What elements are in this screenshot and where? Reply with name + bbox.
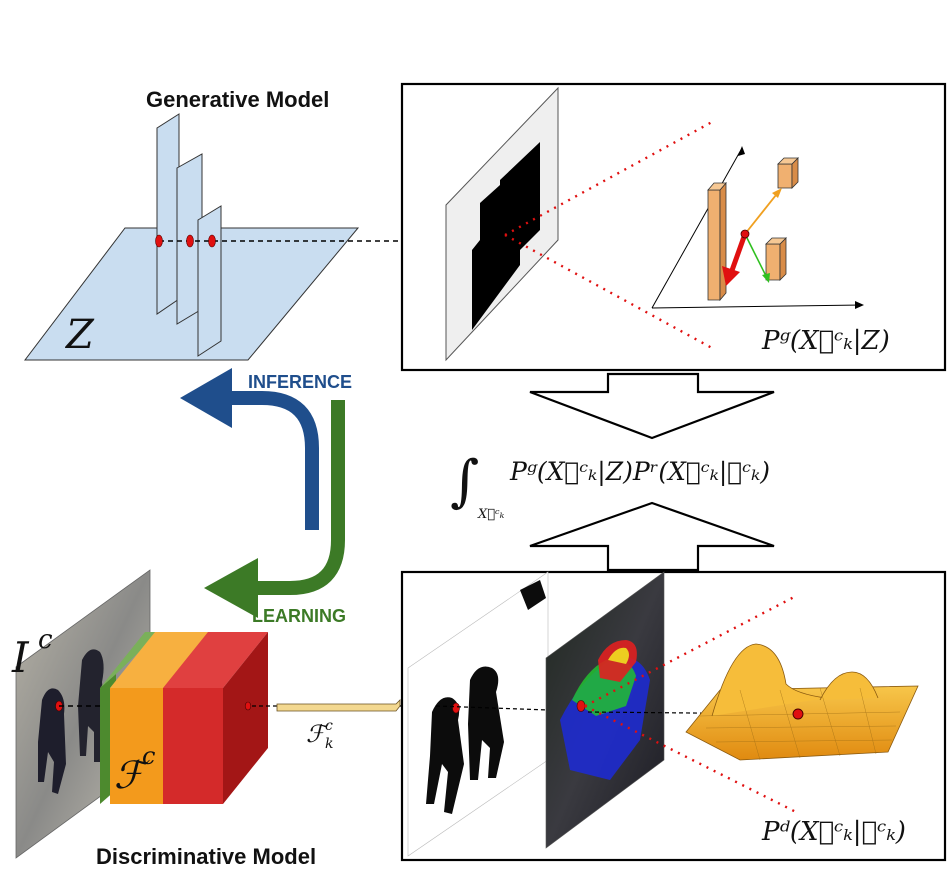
pedestrian-silhouette-1 <box>38 688 66 794</box>
f-c-superscript: c <box>142 742 155 770</box>
feature-sample-point <box>244 701 252 711</box>
heatmap-yellow-region <box>608 647 629 664</box>
probability-surface-peak-left <box>711 643 827 717</box>
fusion-section: ∫ X⃗ᶜₖ Pᵍ(X⃗ᶜₖ|Z)Pʳ(X⃗ᶜₖ|ℱᶜₖ) <box>450 372 775 572</box>
pedestrian-silhouette-2 <box>78 649 106 762</box>
integral-symbol: ∫ <box>450 449 479 514</box>
feature-vector-bar <box>276 699 401 712</box>
vertical-slice-3 <box>197 205 222 357</box>
fk-subscript: k <box>325 736 333 752</box>
sample-point-3 <box>208 234 216 248</box>
learning-arrow-path <box>258 400 345 595</box>
cnn-red-front <box>163 688 223 804</box>
integral-body: Pᵍ(X⃗ᶜₖ|Z)Pʳ(X⃗ᶜₖ|ℱᶜₖ) <box>509 457 770 487</box>
cube-upper-front <box>777 163 793 189</box>
generative-target-point <box>740 229 750 239</box>
i-c-superscript: c <box>38 625 53 655</box>
cnn-orange-top <box>110 632 213 688</box>
orange-vector-head <box>772 188 782 198</box>
discriminative-model-section: I c ℱ c ℱ c k Discriminative Model <box>11 569 436 869</box>
tall-bar-front <box>707 189 721 301</box>
tall-bar-top <box>707 182 727 191</box>
vertical-slice-1 <box>156 113 180 315</box>
cnn-orange-front <box>110 688 168 804</box>
tall-bar-side <box>719 181 727 302</box>
learning-label: LEARNING <box>252 606 346 626</box>
probability-surface-peak-right <box>819 671 879 701</box>
axis-horizontal <box>651 304 863 309</box>
foreground-mask-shape <box>426 580 546 814</box>
generative-model-title: Generative Model <box>146 87 329 112</box>
cube-lower-side <box>779 237 787 281</box>
mask-sample-point <box>452 702 460 714</box>
i-c-base: I <box>11 633 30 682</box>
z-label: Z <box>64 312 95 358</box>
fk-base: ℱ <box>306 720 329 748</box>
pd-formula: Pᵈ(X⃗ᶜₖ|ℱᶜₖ) <box>761 817 906 847</box>
red-vector <box>727 233 748 277</box>
cube-upper-top <box>777 157 799 165</box>
down-hollow-arrow <box>529 372 775 440</box>
learning-arrow-head <box>204 558 258 618</box>
orange-vector <box>744 189 781 235</box>
sample-point-2 <box>186 234 194 248</box>
inference-arrow-head <box>180 368 232 428</box>
up-hollow-arrow <box>529 501 775 572</box>
green-vector <box>744 233 769 281</box>
red-vector-head <box>722 266 740 286</box>
axis-vertical-arrow <box>738 146 745 156</box>
inference-arrow: INFERENCE <box>180 368 352 530</box>
discriminative-detail-box: Pᵈ(X⃗ᶜₖ|ℱᶜₖ) <box>400 570 947 862</box>
heatmap-sample-point <box>576 700 586 712</box>
integral-subscript: X⃗ᶜₖ <box>477 507 505 522</box>
generative-detail-box: Pᵍ(X⃗ᶜₖ|Z) <box>400 82 947 372</box>
green-vector-head <box>762 273 770 283</box>
mask-projection-line <box>435 705 549 711</box>
inference-arrow-path <box>232 391 319 530</box>
inference-label: INFERENCE <box>248 372 352 392</box>
discriminative-model-title: Discriminative Model <box>96 844 316 869</box>
axis-vertical <box>651 147 743 309</box>
cnn-red-top <box>163 632 268 688</box>
fk-superscript: c <box>325 718 333 734</box>
pg-formula: Pᵍ(X⃗ᶜₖ|Z) <box>761 326 890 356</box>
surface-target-point <box>792 708 804 720</box>
axis-horizontal-arrow <box>855 301 864 309</box>
sample-point-1 <box>155 234 163 248</box>
cnn-darkred-side <box>223 632 268 804</box>
cube-lower-top <box>765 237 787 245</box>
learning-arrow: LEARNING <box>204 400 346 626</box>
